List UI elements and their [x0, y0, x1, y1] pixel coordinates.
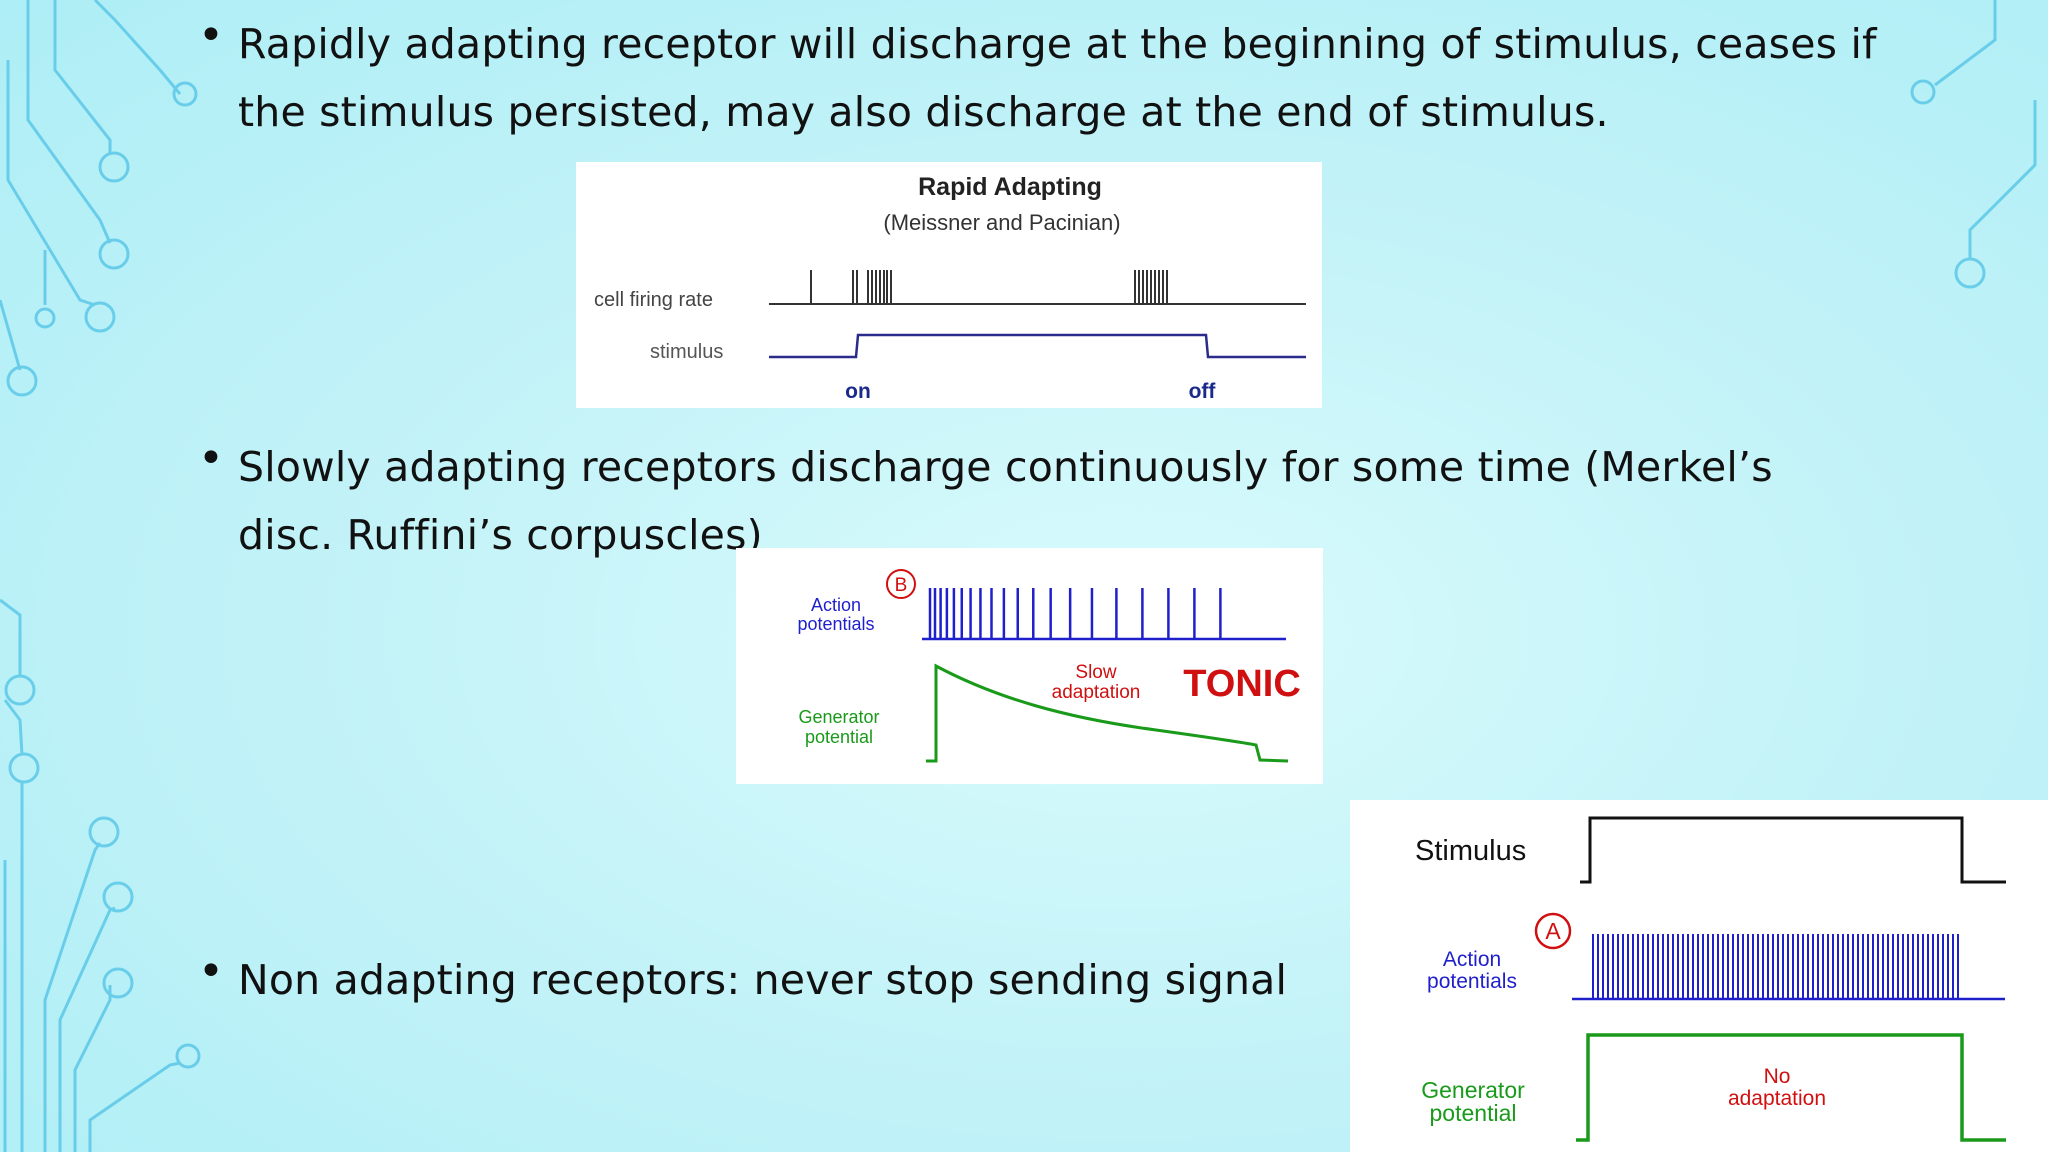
figure-title: Rapid Adapting [918, 173, 1102, 201]
off-label: off [1189, 380, 1217, 403]
generator-label: Generator [1421, 1077, 1525, 1103]
rapid-adapting-figure: Rapid Adapting (Meissner and Pacinian) c… [576, 162, 1322, 408]
action-potentials-label-2: potentials [797, 614, 874, 634]
annotation-line-1: No [1764, 1065, 1791, 1088]
generator-label-2: potential [805, 727, 873, 747]
annotation-line-2: adaptation [1728, 1087, 1826, 1110]
generator-label-2: potential [1430, 1100, 1517, 1126]
firing-rate-label: cell firing rate [594, 289, 713, 311]
figure-subtitle: (Meissner and Pacinian) [883, 210, 1120, 235]
generator-label: Generator [798, 707, 879, 727]
panel-letter: A [1545, 918, 1561, 944]
generator-trace [926, 663, 1289, 763]
stimulus-label: Stimulus [1415, 835, 1526, 867]
action-potential-trace [928, 588, 1222, 639]
non-adapting-figure: Stimulus A Action potentials No adaptati… [1350, 800, 2048, 1152]
bullet-glyph: • [198, 946, 225, 997]
bullet-glyph: • [198, 433, 225, 484]
bullet-text: Slowly adapting receptors discharge cont… [238, 443, 1773, 559]
panel-letter-circle [1534, 912, 1572, 950]
bullet-glyph: • [198, 10, 225, 61]
action-potentials-label: Action [811, 595, 861, 615]
on-label: on [845, 380, 871, 403]
annotation-line-1: Slow [1075, 662, 1116, 683]
action-potentials-label-2: potentials [1427, 970, 1517, 993]
slow-adapting-figure: B Action potentials Slow adaptation TONI… [736, 548, 1323, 784]
panel-letter-circle [886, 569, 916, 599]
action-potentials-label: Action [1443, 948, 1501, 971]
bullet-rapid-adapting: • Rapidly adapting receptor will dischar… [198, 10, 1880, 146]
bullet-text: Non adapting receptors: never stop sendi… [238, 956, 1288, 1004]
stimulus-label: stimulus [650, 341, 723, 363]
tonic-badge: TONIC [1183, 663, 1301, 705]
stimulus-trace [1580, 816, 2006, 884]
stimulus-trace [769, 333, 1306, 359]
panel-letter: B [895, 575, 908, 596]
bullet-text: Rapidly adapting receptor will discharge… [238, 20, 1877, 136]
generator-trace [1576, 1033, 2006, 1142]
bullet-slow-adapting: • Slowly adapting receptors discharge co… [198, 433, 1880, 569]
firing-trace [769, 270, 1306, 305]
bullet-non-adapting: • Non adapting receptors: never stop sen… [198, 946, 1880, 1014]
annotation-line-2: adaptation [1052, 682, 1141, 703]
action-potential-trace [1592, 934, 1959, 999]
